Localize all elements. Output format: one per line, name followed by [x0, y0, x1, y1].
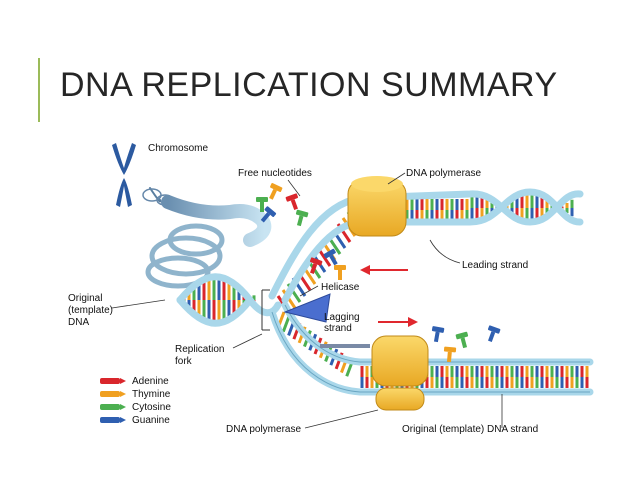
- original-template-strand-label: Original (template) DNA strand: [402, 424, 538, 435]
- legend-swatch: [100, 378, 120, 384]
- slide-title: DNA REPLICATION SUMMARY: [60, 66, 558, 104]
- replication-fork-bracket: [261, 289, 270, 331]
- free-nucleotide: [309, 257, 323, 274]
- free-nucleotide: [431, 326, 445, 343]
- leading-direction-arrow: [360, 265, 408, 275]
- free-nucleotides-label: Free nucleotides: [238, 168, 312, 179]
- dna-backbone-edges: [271, 304, 590, 393]
- original-dna-label-line3: DNA: [68, 317, 89, 328]
- chromosome-label: Chromosome: [148, 143, 208, 154]
- free-nucleotide: [323, 248, 338, 266]
- leading-strand-label: Leading strand: [462, 260, 528, 271]
- legend-swatch-tip: [120, 417, 126, 423]
- legend-swatch-tip: [120, 404, 126, 410]
- chromatin-coil: [142, 187, 272, 247]
- lagging-fragment-bar: [320, 344, 370, 348]
- replication-fork-label-line1: Replication: [175, 344, 224, 355]
- free-nucleotide: [285, 193, 299, 210]
- legend-label: Adenine: [132, 376, 169, 387]
- title-accent-bar: [38, 58, 40, 122]
- leading-strand-helix: [276, 194, 574, 315]
- legend-label: Guanine: [132, 415, 170, 426]
- free-nucleotide: [334, 265, 346, 280]
- free-nucleotide: [443, 346, 457, 363]
- legend-swatch-tip: [120, 391, 126, 397]
- free-nucleotide: [295, 209, 309, 227]
- dna-polymerase-bottom: [371, 335, 429, 411]
- legend-label: Cytosine: [132, 402, 171, 413]
- free-nucleotide: [256, 197, 268, 212]
- free-nucleotides: [256, 183, 501, 363]
- chromosome-icon: [112, 143, 136, 207]
- label-pointer-lines: [111, 172, 503, 429]
- legend-swatch-tip: [120, 378, 126, 384]
- free-nucleotide: [269, 183, 283, 200]
- replication-fork-label-line2: fork: [175, 356, 193, 367]
- free-nucleotide: [487, 325, 501, 342]
- legend-label: Thymine: [132, 389, 171, 400]
- dna-polymerase-bottom-label: DNA polymerase: [226, 424, 301, 435]
- free-nucleotide: [455, 331, 469, 349]
- legend-swatch: [100, 417, 120, 423]
- helicase-label: Helicase: [321, 282, 360, 293]
- original-dna-label-line2: (template): [68, 305, 113, 316]
- free-nucleotide: [260, 206, 277, 223]
- legend-swatch: [100, 404, 120, 410]
- legend-swatch: [100, 391, 120, 397]
- dna-polymerase-top: [347, 176, 407, 237]
- base-pair: [281, 315, 291, 333]
- helicase-icon: [283, 293, 331, 323]
- lagging-direction-arrow: [378, 317, 418, 327]
- dna-polymerase-top-label: DNA polymerase: [406, 168, 481, 179]
- lagging-strand-label-line1: Lagging: [324, 312, 360, 323]
- lagging-strand-label-line2: strand: [324, 323, 352, 334]
- supercoil-loops: [145, 223, 225, 289]
- original-dna-label-line1: Original: [68, 293, 102, 304]
